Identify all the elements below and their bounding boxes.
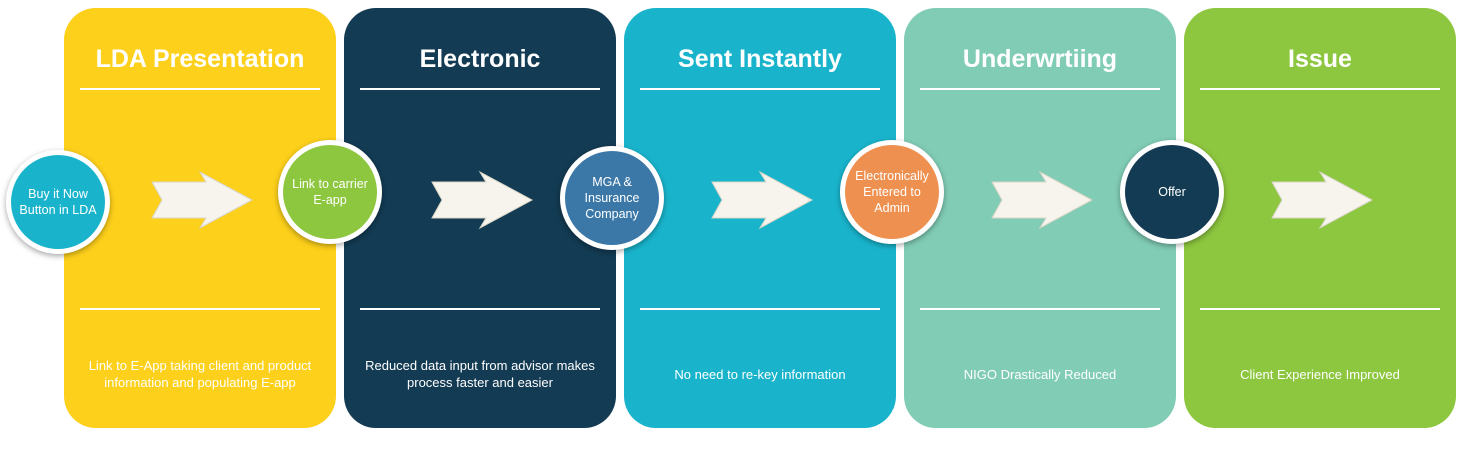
stage-title: Underwrtiing xyxy=(962,45,1118,73)
divider-top xyxy=(80,88,320,90)
stage-description: NIGO Drastically Reduced xyxy=(963,366,1117,382)
right-arrow-icon xyxy=(991,170,1094,230)
arrow-shape xyxy=(1271,170,1374,230)
step-circle-electronically-entered: Electronically Entered to Admin xyxy=(840,140,944,244)
step-circle-mga-insurance: MGA & Insurance Company xyxy=(560,146,664,250)
divider-top xyxy=(360,88,600,90)
step-circle-offer: Offer xyxy=(1120,140,1224,244)
arrow-shape xyxy=(431,170,534,230)
stage-description: No need to re-key information xyxy=(674,366,846,382)
divider-bottom xyxy=(360,308,600,310)
stage-description: Client Experience Improved xyxy=(1240,366,1400,382)
divider-bottom xyxy=(80,308,320,310)
step-circle-link-to-carrier: Link to carrier E-app xyxy=(278,140,382,244)
right-arrow-icon xyxy=(711,170,814,230)
right-arrow-icon xyxy=(151,170,254,230)
divider-top xyxy=(920,88,1160,90)
step-circle-buy-it-now: Buy it Now Button in LDA xyxy=(6,150,110,254)
divider-bottom xyxy=(920,308,1160,310)
arrow-shape xyxy=(991,170,1094,230)
stage-description: Reduced data input from advisor makes pr… xyxy=(365,358,595,390)
divider-top xyxy=(640,88,880,90)
stage-title: Electronic xyxy=(419,45,541,73)
right-arrow-icon xyxy=(1271,170,1374,230)
divider-bottom xyxy=(1200,308,1440,310)
arrow-shape xyxy=(711,170,814,230)
divider-bottom xyxy=(640,308,880,310)
stage-description: Link to E-App taking client and product … xyxy=(88,358,312,390)
stage-title: Issue xyxy=(1288,45,1352,73)
right-arrow-icon xyxy=(431,170,534,230)
divider-top xyxy=(1200,88,1440,90)
arrow-shape xyxy=(151,170,254,230)
stage-title: Sent Instantly xyxy=(678,45,842,73)
stage-title: LDA Presentation xyxy=(95,45,305,73)
